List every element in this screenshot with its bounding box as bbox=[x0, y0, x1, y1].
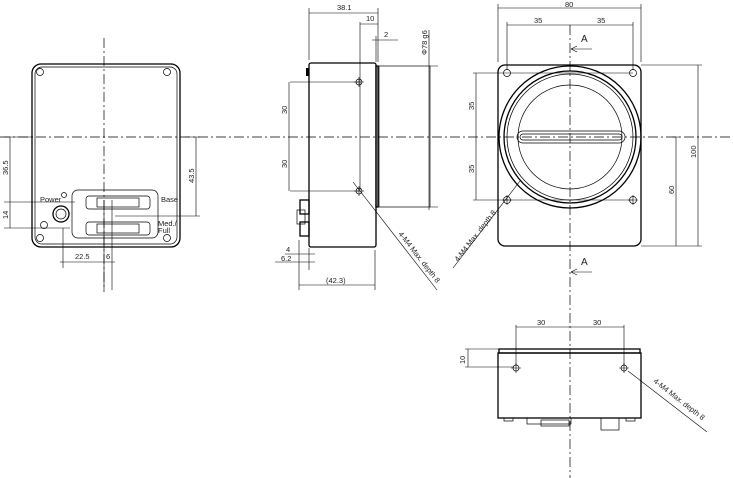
front-view: 80 35 35 35 35 100 60 A A 4-M4 Max. dept… bbox=[452, 0, 702, 478]
section-label-bottom: A bbox=[581, 257, 588, 268]
front-body bbox=[497, 64, 642, 247]
mount-ring bbox=[503, 70, 637, 204]
bottom-flange bbox=[498, 348, 641, 354]
dim-30-upper: 30 bbox=[280, 106, 289, 114]
dim-30-left: 30 bbox=[537, 318, 545, 327]
side-connector-icon bbox=[296, 199, 310, 237]
bottom-leader-line bbox=[627, 370, 708, 433]
rear-body bbox=[31, 63, 181, 248]
dim-42-3: (42.3) bbox=[326, 276, 346, 285]
section-label-top: A bbox=[581, 34, 588, 45]
rear-body-inner bbox=[34, 66, 178, 245]
screw-icon bbox=[36, 68, 171, 242]
mount-hole-icon bbox=[354, 77, 364, 196]
dim-22-5: 22.5 bbox=[75, 252, 90, 261]
bottom-hole-note: 4-M4 Max. depth 8 bbox=[652, 376, 707, 422]
power-connector-icon bbox=[52, 205, 70, 223]
dim-30-lower: 30 bbox=[280, 160, 289, 168]
base-connector-icon bbox=[85, 195, 151, 210]
dim-35-left: 35 bbox=[534, 16, 542, 25]
dim-10: 10 bbox=[366, 14, 374, 23]
dim-35-right: 35 bbox=[597, 16, 605, 25]
medfull-connector-icon bbox=[85, 221, 151, 236]
side-leader-line bbox=[352, 181, 438, 291]
mount-ring-outer bbox=[498, 65, 642, 209]
label-base: Base bbox=[161, 195, 178, 204]
dim-80: 80 bbox=[565, 0, 573, 9]
sensor-slot bbox=[516, 130, 626, 144]
side-body bbox=[308, 62, 377, 248]
led-icon bbox=[61, 192, 67, 198]
dim-35-upper: 35 bbox=[467, 102, 476, 110]
bottom-connector-icon bbox=[503, 417, 636, 431]
dim-38-1: 38.1 bbox=[337, 3, 352, 12]
front-hole-note: 4-M4 Max. depth 8 bbox=[452, 208, 498, 263]
side-flange bbox=[375, 65, 379, 208]
label-power: Power bbox=[40, 195, 62, 204]
dim-4: 4 bbox=[286, 245, 290, 254]
power-connector-inner bbox=[55, 208, 67, 220]
side-view: 38.1 10 2 Φ78 g6 30 30 4 6.2 (42.3) 4-M4… bbox=[275, 3, 442, 291]
side-tab bbox=[306, 68, 309, 76]
sensor-slot-inner bbox=[519, 133, 623, 141]
dim-78: Φ78 g6 bbox=[420, 30, 429, 55]
dim-60: 60 bbox=[667, 186, 676, 194]
bottom-view: 30 30 10 4-M4 Max. depth 8 bbox=[458, 318, 708, 433]
rear-view: Power Base Med./ Full 36.5 14 43.5 22.5 … bbox=[1, 38, 200, 292]
lens-mount bbox=[378, 65, 431, 208]
dim-35-lower: 35 bbox=[467, 165, 476, 173]
side-hole-note: 4-M4 Max. depth 8 bbox=[396, 230, 442, 285]
dim-100: 100 bbox=[689, 145, 698, 158]
section-arrow-bottom bbox=[570, 268, 592, 276]
section-arrow-top bbox=[570, 45, 592, 53]
dim-30-right: 30 bbox=[593, 318, 601, 327]
label-med: Med./ bbox=[158, 219, 178, 228]
dim-43-5: 43.5 bbox=[187, 168, 196, 183]
label-full: Full bbox=[158, 226, 170, 235]
dim-2: 2 bbox=[384, 30, 388, 39]
bottom-body bbox=[497, 352, 642, 419]
connector-panel bbox=[71, 189, 159, 239]
dim-10-bottom: 10 bbox=[458, 356, 467, 364]
dim-14: 14 bbox=[1, 211, 10, 219]
dim-36-5: 36.5 bbox=[1, 160, 10, 175]
dim-6-2: 6.2 bbox=[281, 254, 291, 263]
front-leader-line bbox=[452, 180, 521, 269]
dim-6: 6 bbox=[106, 252, 110, 261]
